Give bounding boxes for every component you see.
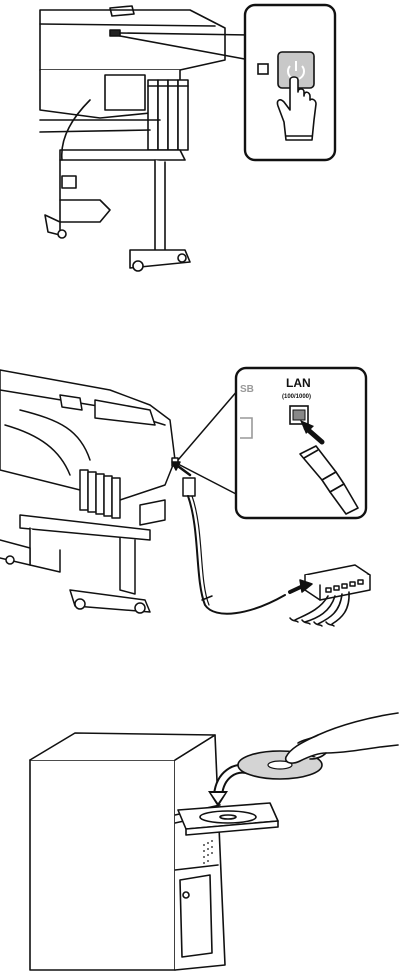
printer-power-illustration xyxy=(0,0,402,290)
hand-holding-disc-icon xyxy=(286,713,398,763)
lan-port-label: LAN xyxy=(286,376,311,390)
step-insert-disc-panel xyxy=(0,695,402,972)
lan-port-speed-label: (100/1000) xyxy=(282,394,311,400)
printer-lan-illustration: SB LAN (100/1000) xyxy=(0,350,402,650)
computer-disc-illustration xyxy=(0,695,402,972)
power-led-indicator xyxy=(258,64,268,74)
step-lan-connection-panel: SB LAN (100/1000) xyxy=(0,350,402,650)
lan-port-callout: SB LAN (100/1000) xyxy=(236,368,366,518)
usb-label-fragment: SB xyxy=(240,384,254,395)
power-button-callout xyxy=(245,5,335,160)
lan-port-icon xyxy=(290,406,308,424)
step-power-on-panel xyxy=(0,0,402,290)
